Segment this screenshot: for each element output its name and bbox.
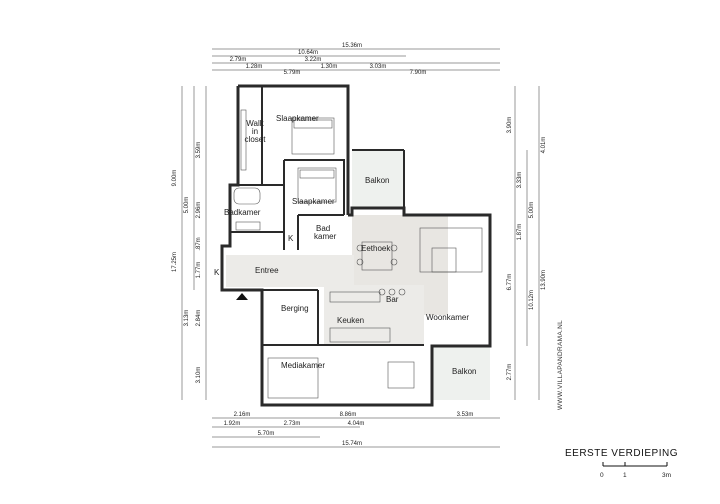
room-badkamer-small-line1: Bad — [316, 224, 330, 233]
watermark-text: WWW.VILLAPANDRAMA.NL — [557, 320, 564, 410]
floor-fills — [226, 150, 490, 400]
room-eethoek: Eethoek — [361, 244, 391, 253]
room-walk-in-closet-line2: in — [252, 127, 258, 136]
dim-right-4-01: 4.01m — [541, 137, 547, 154]
top-dimensions: 15.36m 10.64m 2.79m 3.22m 1.28m 1.30m 3.… — [212, 43, 500, 76]
dim-top-3-22: 3.22m — [305, 57, 322, 63]
dim-top-3-03: 3.03m — [370, 64, 387, 70]
dim-top-1-30: 1.30m — [321, 64, 338, 70]
dim-bottom-5-70: 5.70m — [258, 431, 275, 437]
room-balkon-1: Balkon — [365, 176, 389, 185]
scale-bar: 0 1 3m — [600, 462, 671, 479]
room-woonkamer: Woonkamer — [426, 313, 469, 322]
inner-walls — [230, 86, 433, 405]
room-balkon-2: Balkon — [452, 367, 476, 376]
dim-bottom-8-86: 8.86m — [340, 412, 357, 418]
room-badkamer-small-line2: kamer — [314, 232, 337, 241]
dim-bottom-4-04: 4.04m — [348, 421, 365, 427]
room-walk-in-closet-line3: closet — [245, 135, 267, 144]
furniture — [233, 109, 483, 399]
dim-top-10-64: 10.64m — [298, 50, 318, 56]
room-mediakamer: Mediakamer — [281, 361, 325, 370]
room-walk-in-closet-line1: Walk — [246, 119, 264, 128]
dim-bottom-15-74: 15.74m — [342, 441, 362, 447]
dim-left-0-87: .87m — [196, 237, 202, 250]
room-slaapkamer-1: Slaapkamer — [276, 114, 319, 123]
dim-right-10-12: 10.12m — [529, 290, 535, 310]
dim-right-2-77: 2.77m — [507, 364, 513, 381]
dim-right-3-90: 3.90m — [507, 117, 513, 134]
dim-left-5-00: 5.00m — [184, 197, 190, 214]
room-entree: Entree — [255, 266, 279, 275]
room-slaapkamer-2: Slaapkamer — [292, 197, 335, 206]
room-bar: Bar — [386, 295, 399, 304]
right-dimensions: 3.90m 4.01m 3.33m 5.00m 1.87m 6.77m 13.9… — [507, 86, 547, 400]
dim-bottom-1-92: 1.92m — [224, 421, 241, 427]
bottom-dimensions: 2.16m 8.86m 3.53m 1.92m 2.73m 4.04m 5.70… — [212, 412, 500, 448]
dim-right-1-87: 1.87m — [517, 224, 523, 241]
left-dimensions: 3.59m 9.00m 5.00m 2.96m 17.25m .87m 1.77… — [172, 86, 207, 400]
dim-right-5-00: 5.00m — [529, 202, 535, 219]
dim-top-7-90: 7.90m — [410, 70, 427, 76]
dim-left-2-84: 2.84m — [196, 310, 202, 327]
floor-title: EERSTE VERDIEPING — [565, 448, 678, 459]
dim-left-3-10: 3.10m — [196, 367, 202, 384]
dim-bottom-3-53: 3.53m — [457, 412, 474, 418]
dim-left-2-96: 2.96m — [196, 202, 202, 219]
room-k-2: K — [214, 268, 220, 277]
scale-end: 3m — [662, 472, 671, 479]
dim-left-1-77: 1.77m — [196, 262, 202, 279]
dim-bottom-2-16: 2.16m — [234, 412, 251, 418]
room-labels: Slaapkamer Walk in closet Slaapkamer Bal… — [214, 114, 476, 376]
room-keuken: Keuken — [337, 316, 364, 325]
scale-start: 0 — [600, 472, 604, 479]
dim-left-3-59: 3.59m — [196, 142, 202, 159]
dim-left-3-13: 3.13m — [184, 310, 190, 327]
room-berging: Berging — [281, 304, 309, 313]
dim-top-2-79: 2.79m — [230, 57, 247, 63]
dim-left-17-25: 17.25m — [172, 252, 178, 272]
entrance-arrow-icon — [236, 293, 248, 300]
dim-top-1-28: 1.28m — [246, 64, 263, 70]
room-badkamer: Badkamer — [224, 208, 261, 217]
dim-top-15-36: 15.36m — [342, 43, 362, 49]
dim-right-6-77: 6.77m — [507, 274, 513, 291]
dim-left-9-00: 9.00m — [172, 170, 178, 187]
scale-mid: 1 — [623, 472, 627, 479]
dim-right-3-33: 3.33m — [517, 172, 523, 189]
dim-bottom-2-73: 2.73m — [284, 421, 301, 427]
room-k-1: K — [288, 234, 294, 243]
dim-right-13-90: 13.90m — [541, 270, 547, 290]
dim-top-5-79: 5.79m — [284, 70, 301, 76]
